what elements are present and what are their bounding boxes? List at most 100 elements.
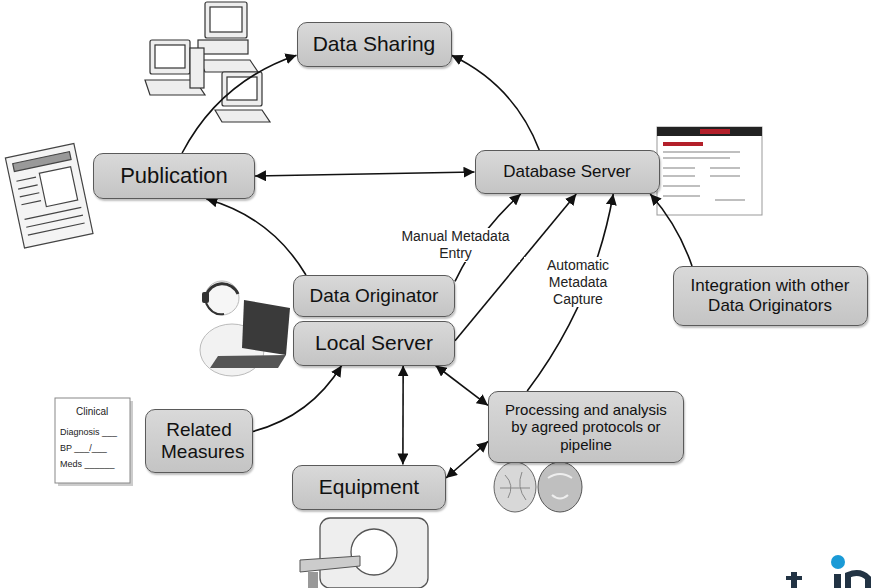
flow-arrow	[436, 366, 488, 406]
computers-icon-part	[205, 2, 247, 38]
web-form-screenshot-part	[657, 127, 762, 215]
computers-icon-part	[200, 60, 258, 72]
input-box: Related Measures	[145, 409, 253, 473]
newspaper-icon-part	[28, 223, 85, 235]
brain-scans	[494, 462, 582, 512]
box-label: Database Server	[491, 162, 644, 182]
box-text: Processing and analysis by agreed protoc…	[504, 401, 668, 453]
edge-label: Automatic Metadata Capture	[524, 257, 632, 307]
box-text: Related Measures	[161, 419, 237, 463]
source-box: Data Originator	[293, 275, 455, 317]
web-form-screenshot-part-part	[663, 195, 700, 197]
box-text: Database Server	[491, 162, 644, 182]
flow-arrow	[650, 194, 692, 266]
newspaper-icon-part	[16, 177, 36, 181]
operator-figure-part	[205, 281, 239, 315]
output-box: Data Sharing	[297, 22, 452, 67]
flow-arrow	[255, 172, 475, 176]
mri-scanner-part	[300, 556, 360, 572]
server-box: Database Server	[475, 150, 660, 194]
computers-icon-part	[222, 72, 262, 106]
operator-figure-part	[242, 300, 290, 355]
web-form-screenshot-part	[663, 152, 745, 200]
box-label: Data Sharing	[313, 32, 436, 56]
clinical-form	[55, 398, 133, 486]
web-form-screenshot-part-part	[663, 157, 730, 159]
flow-arrow	[452, 55, 540, 150]
box-text: Local Server	[309, 331, 439, 355]
mri-scanner	[300, 518, 428, 588]
box-text: Data Originator	[309, 285, 439, 307]
equipment-box: Equipment	[292, 465, 446, 510]
operator-figure-part	[206, 284, 238, 296]
mri-scanner-part	[351, 529, 397, 575]
box-label: Publication	[109, 163, 239, 188]
newspaper-icon-part	[18, 185, 38, 189]
server-box: Local Server	[293, 321, 455, 366]
output-box: Publication	[93, 153, 255, 199]
web-form-screenshot-part-part	[663, 167, 695, 169]
web-form-screenshot-part	[657, 127, 762, 136]
logo-mark-part	[848, 573, 868, 588]
box-label: Local Server	[309, 331, 439, 355]
web-form-screenshot-part	[663, 142, 703, 146]
brain-scans-part	[500, 472, 530, 500]
flow-arrow	[402, 366, 404, 465]
web-form-screenshot-part-part	[715, 199, 745, 201]
web-form-screenshot-part-part	[663, 185, 700, 187]
brain-scans-part	[548, 474, 572, 499]
operator-figure-part	[202, 292, 209, 303]
newspaper-icon-part	[39, 167, 77, 207]
integration-box: Integration with other Data Originators	[673, 266, 868, 326]
form-field: Meds ______	[60, 460, 115, 469]
mri-scanner-part	[308, 572, 318, 588]
web-form-screenshot-part-part	[710, 167, 740, 169]
brain-scans-part	[494, 462, 536, 512]
newspaper-icon	[5, 143, 93, 248]
box-label: Integration with other Data Originators	[689, 276, 852, 315]
box-label: Data Originator	[309, 285, 439, 307]
logo-mark-part	[831, 555, 845, 569]
box-text: Data Sharing	[313, 32, 436, 56]
newspaper-icon-part	[21, 201, 41, 205]
box-label: Equipment	[308, 475, 430, 499]
edge-label: Manual Metadata Entry	[391, 228, 520, 262]
form-field: BP ___/___	[60, 444, 107, 453]
operator-figure-part	[210, 355, 286, 368]
flow-arrow	[253, 366, 342, 432]
form-field: Clinical	[76, 407, 108, 417]
computers-icon-part	[227, 77, 257, 100]
newspaper-icon-part	[5, 143, 93, 248]
clinical-form-part	[55, 398, 130, 483]
logo-mark-part	[834, 574, 841, 588]
logo-mark	[786, 555, 868, 588]
process-box: Processing and analysis by agreed protoc…	[488, 391, 684, 463]
flow-arrow	[446, 441, 488, 478]
computers-icon-part	[150, 40, 190, 74]
web-form-screenshot-part-part	[663, 151, 740, 153]
computers-icon-part	[198, 40, 248, 54]
flow-arrow	[182, 55, 296, 153]
operator-figure	[200, 281, 290, 376]
web-form-screenshot	[657, 127, 762, 215]
flow-arrow	[206, 199, 306, 275]
box-label: Processing and analysis by agreed protoc…	[504, 401, 668, 453]
computers-icon-part	[210, 7, 242, 32]
web-form-screenshot-part	[700, 129, 730, 134]
web-form-screenshot-part-part	[663, 175, 695, 177]
form-field: Diagnosis ___	[60, 428, 117, 437]
computers-icon	[145, 2, 270, 122]
box-text: Publication	[109, 163, 239, 188]
computers-icon-part	[155, 45, 185, 68]
operator-figure-part	[206, 303, 224, 314]
box-text: Equipment	[308, 475, 430, 499]
box-text: Integration with other Data Originators	[689, 276, 852, 315]
box-label: Related Measures	[161, 419, 237, 463]
newspaper-icon-part	[20, 193, 40, 197]
brain-scans-part	[538, 462, 582, 512]
computers-icon-part	[190, 48, 204, 88]
logo-mark-part	[786, 576, 802, 580]
computers-icon-part	[215, 110, 270, 122]
web-form-screenshot-part-part	[710, 175, 740, 177]
